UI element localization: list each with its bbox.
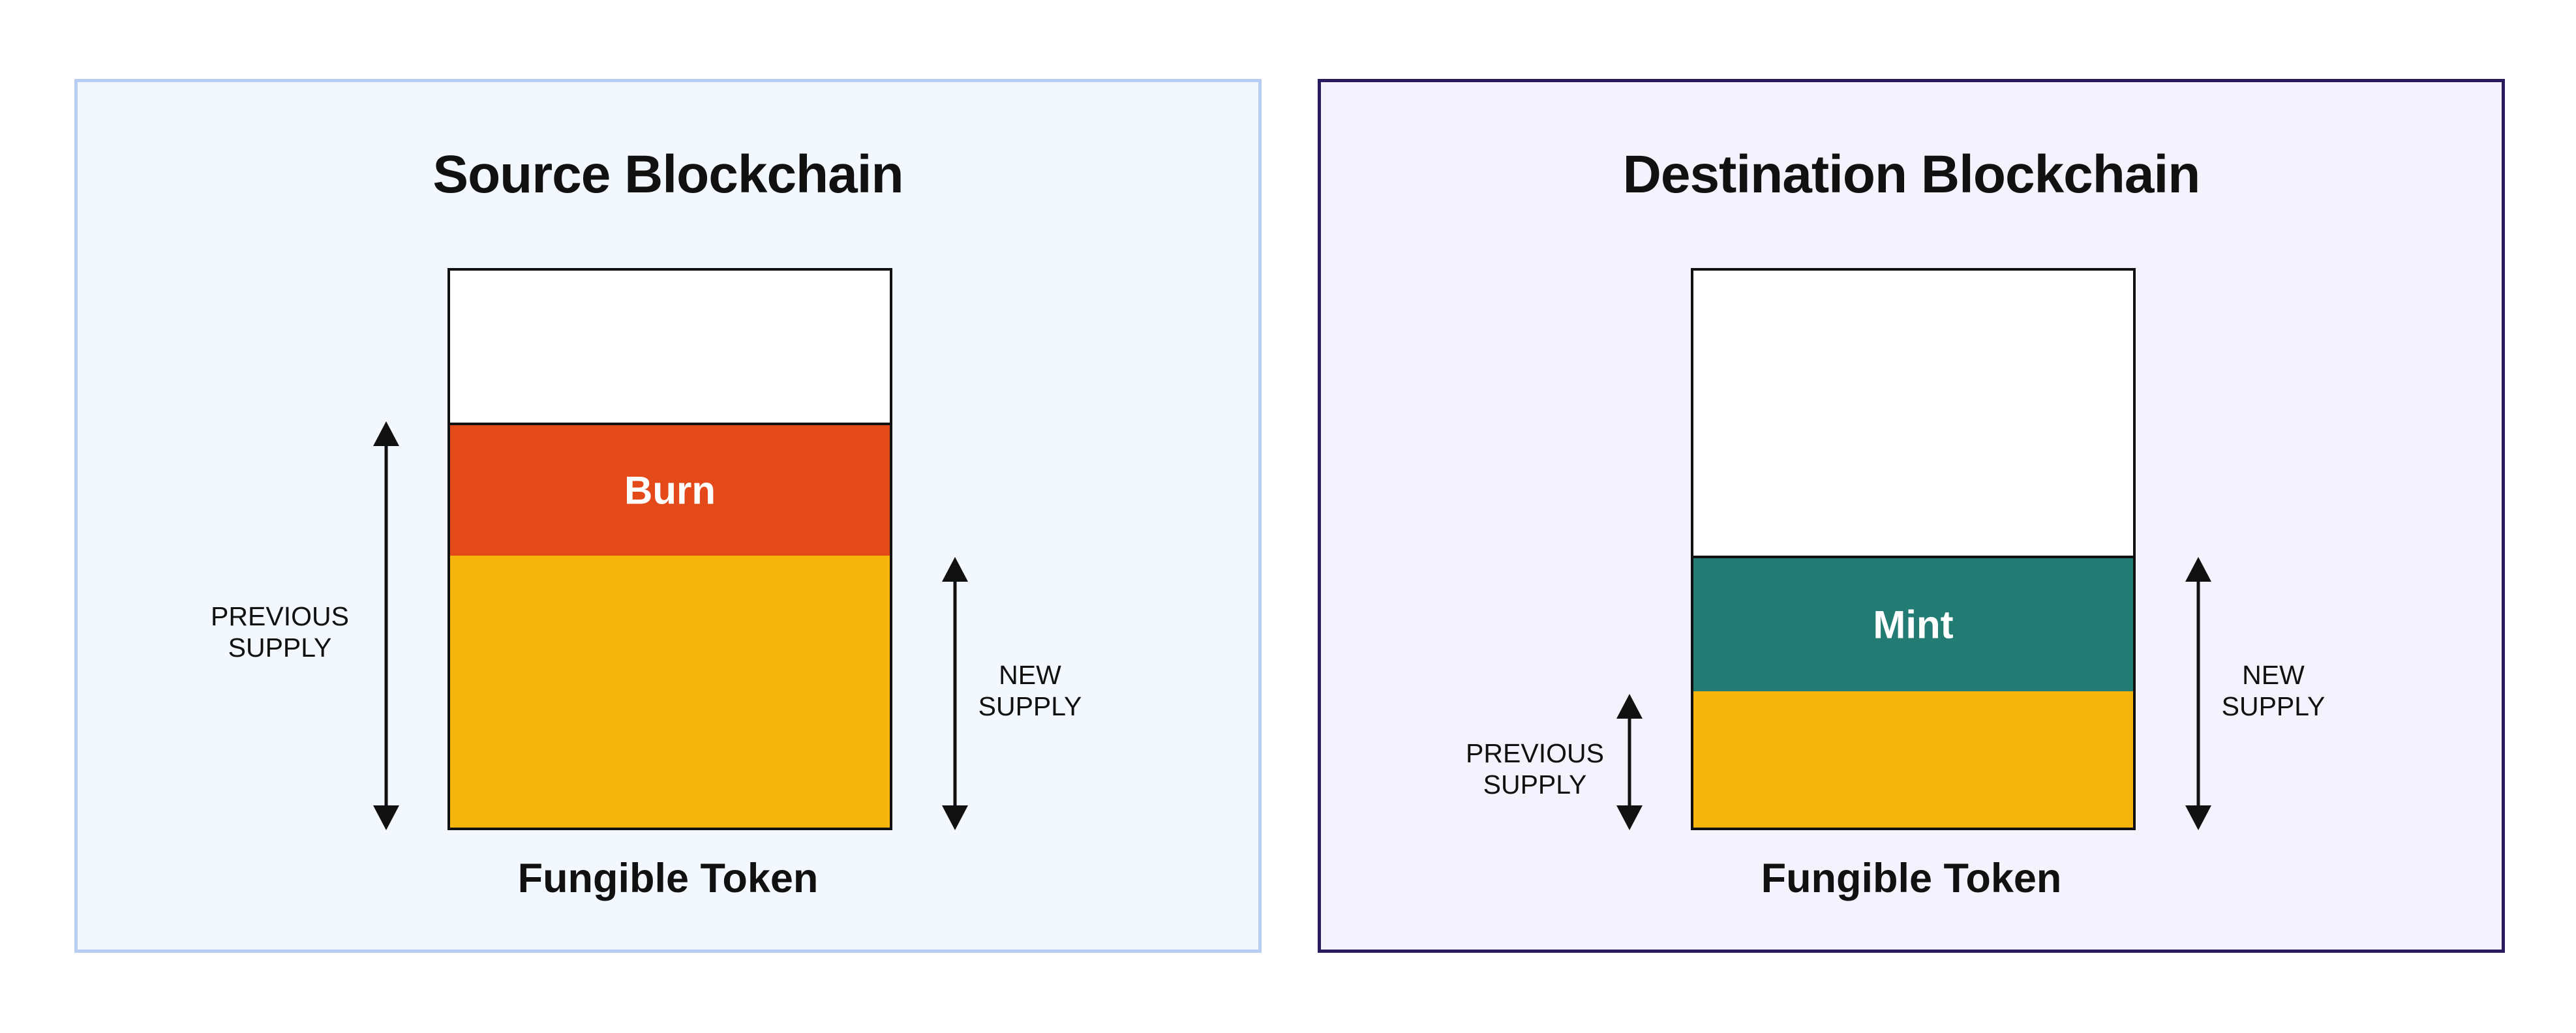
new-supply-arrow — [939, 557, 971, 830]
burn-segment: Burn — [450, 423, 890, 558]
previous-supply-arrow — [370, 421, 402, 830]
previous-supply-arrow — [1613, 694, 1646, 830]
fungible-token-stack: Burn — [447, 268, 892, 830]
previous-supply-segment — [1693, 691, 2133, 828]
new-supply-label: NEW SUPPLY — [978, 660, 1082, 721]
source-token-caption: Fungible Token — [517, 856, 819, 901]
mint-segment: Mint — [1693, 556, 2133, 694]
fungible-token-stack: Mint — [1691, 268, 2136, 830]
new-supply-label: NEW SUPPLY — [2221, 660, 2326, 721]
new-supply-arrow — [2182, 557, 2215, 830]
destination-blockchain-panel: Destination Blockchain PREVIOUS SUPPLY M… — [1318, 79, 2505, 953]
burn-label: Burn — [624, 468, 716, 513]
source-blockchain-panel: Source Blockchain PREVIOUS SUPPLY Burn N… — [74, 79, 1262, 953]
destination-token-caption: Fungible Token — [1761, 856, 2062, 901]
previous-supply-label: PREVIOUS SUPPLY — [211, 601, 349, 663]
destination-title: Destination Blockchain — [1622, 145, 2201, 204]
mint-label: Mint — [1873, 603, 1954, 647]
remaining-supply-segment — [450, 556, 890, 828]
previous-supply-label: PREVIOUS SUPPLY — [1466, 738, 1604, 800]
source-title: Source Blockchain — [432, 145, 903, 204]
